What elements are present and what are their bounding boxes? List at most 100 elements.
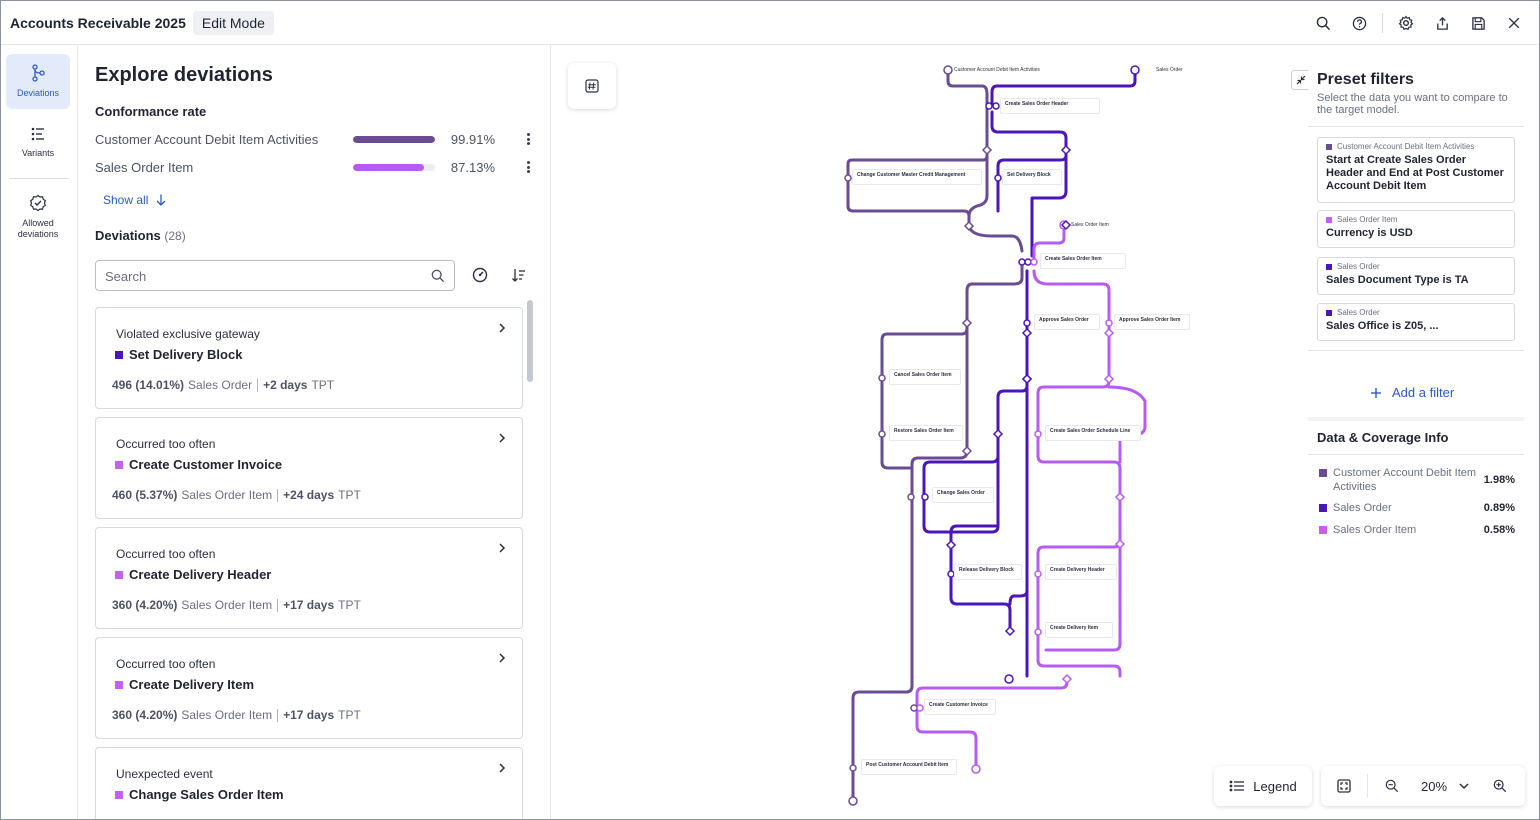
- node-port[interactable]: [1034, 430, 1042, 438]
- activity-node-create-sales-order-item[interactable]: Create Sales Order Item: [1040, 253, 1126, 269]
- node-port[interactable]: [844, 174, 852, 182]
- rail-item-deviations[interactable]: Deviations: [6, 54, 70, 109]
- gateway-diamond[interactable]: [963, 220, 975, 232]
- node-port[interactable]: [907, 493, 915, 501]
- start-event[interactable]: [1130, 65, 1140, 75]
- activity-node-restore-sales-order-item[interactable]: Restore Sales Order Item: [889, 425, 963, 441]
- share-upload-icon[interactable]: [1429, 10, 1455, 36]
- end-event[interactable]: [848, 796, 858, 806]
- chevron-right-icon[interactable]: [498, 652, 506, 664]
- activity-node-create-sales-order-schedule-line[interactable]: Create Sales Order Schedule Line: [1045, 425, 1141, 441]
- end-event[interactable]: [1004, 674, 1014, 684]
- rail-item-variants[interactable]: Variants: [6, 116, 70, 171]
- gauge-icon[interactable]: [471, 266, 489, 284]
- gateway-diamond[interactable]: [1114, 491, 1126, 503]
- activity-node-post-customer-account-debit-item[interactable]: Post Customer Account Debit Item: [861, 759, 957, 775]
- activity-node-create-customer-invoice[interactable]: Create Customer Invoice: [924, 699, 996, 715]
- node-port[interactable]: [1034, 570, 1042, 578]
- activity-node-change-sales-order[interactable]: Change Sales Order: [932, 487, 994, 503]
- zoom-out-icon[interactable]: [1385, 779, 1399, 793]
- node-port[interactable]: [910, 704, 918, 712]
- node-port[interactable]: [1030, 258, 1038, 266]
- save-icon[interactable]: [1465, 10, 1491, 36]
- activity-node-cancel-sales-order-item[interactable]: Cancel Sales Order Item: [889, 369, 961, 385]
- chevron-right-icon[interactable]: [498, 432, 506, 444]
- node-port[interactable]: [878, 430, 886, 438]
- zoom-level[interactable]: 20%: [1421, 779, 1448, 794]
- node-port[interactable]: [849, 764, 857, 772]
- start-event[interactable]: [943, 65, 953, 75]
- gateway-diamond[interactable]: [1103, 373, 1115, 385]
- filter-card[interactable]: Sales Order Sales Office is Z05, ...: [1317, 303, 1515, 341]
- sort-icon[interactable]: [510, 266, 528, 284]
- activity-node-create-delivery-item[interactable]: Create Delivery Item: [1045, 622, 1113, 638]
- rail-item-allowed-deviations[interactable]: Allowed deviations: [6, 184, 70, 246]
- node-port[interactable]: [1034, 628, 1042, 636]
- gateway-diamond[interactable]: [961, 445, 973, 457]
- activity-node-label: Approve Sales Order: [1039, 317, 1089, 323]
- close-icon[interactable]: [1501, 10, 1527, 36]
- fit-to-screen-icon[interactable]: [1337, 779, 1351, 793]
- node-port[interactable]: [916, 704, 924, 712]
- gateway-diamond[interactable]: [1060, 144, 1072, 156]
- gateway-diamond[interactable]: [992, 428, 1004, 440]
- legend-button[interactable]: Legend: [1214, 766, 1312, 806]
- filter-card[interactable]: Customer Account Debit Item Activities S…: [1317, 137, 1515, 203]
- activity-node-release-delivery-block[interactable]: Release Delivery Block: [954, 564, 1022, 580]
- zoom-in-icon[interactable]: [1493, 779, 1507, 793]
- more-options-icon[interactable]: [521, 131, 535, 147]
- gateway-diamond[interactable]: [1021, 373, 1033, 385]
- scrollbar-thumb[interactable]: [527, 300, 533, 382]
- gateway-diamond[interactable]: [1004, 625, 1016, 637]
- help-icon[interactable]: [1346, 10, 1372, 36]
- activity-node-create-delivery-header[interactable]: Create Delivery Header: [1045, 564, 1117, 580]
- activity-node-set-delivery-block[interactable]: Set Delivery Block: [1002, 169, 1062, 185]
- gateway-diamond[interactable]: [1061, 673, 1073, 685]
- node-port[interactable]: [1023, 319, 1031, 327]
- gateway-diamond[interactable]: [1103, 327, 1115, 339]
- filter-card[interactable]: Sales Order Item Currency is USD: [1317, 210, 1515, 248]
- chevron-down-icon[interactable]: [1458, 781, 1470, 791]
- node-count-toggle-button[interactable]: [568, 63, 616, 109]
- node-port[interactable]: [878, 374, 886, 382]
- gateway-diamond[interactable]: [945, 539, 957, 551]
- more-options-icon[interactable]: [521, 159, 535, 175]
- chevron-right-icon[interactable]: [498, 542, 506, 554]
- node-port[interactable]: [921, 493, 929, 501]
- gateway-diamond[interactable]: [1021, 327, 1033, 339]
- node-port[interactable]: [1105, 319, 1113, 327]
- show-all-link[interactable]: Show all: [103, 193, 168, 207]
- node-port[interactable]: [994, 174, 1002, 182]
- node-port[interactable]: [1024, 258, 1032, 266]
- activity-node-approve-sales-order-item[interactable]: Approve Sales Order Item: [1114, 314, 1190, 330]
- add-filter-button[interactable]: Add a filter: [1370, 385, 1454, 400]
- gateway-diamond[interactable]: [1114, 538, 1126, 550]
- node-port[interactable]: [1018, 258, 1026, 266]
- gateway-diamond[interactable]: [1060, 219, 1072, 231]
- search-icon[interactable]: [1310, 10, 1336, 36]
- gateway-diamond[interactable]: [981, 144, 993, 156]
- process-graph[interactable]: [552, 46, 1539, 820]
- deviations-count: (28): [164, 229, 186, 243]
- plus-icon: [1371, 387, 1381, 398]
- activity-node-create-sales-order-header[interactable]: Create Sales Order Header: [1000, 98, 1100, 114]
- gateway-diamond[interactable]: [961, 317, 973, 329]
- chevron-right-icon[interactable]: [498, 762, 506, 774]
- search-input[interactable]: Search: [95, 260, 455, 291]
- edit-mode-badge[interactable]: Edit Mode: [192, 10, 274, 35]
- node-port[interactable]: [992, 102, 1000, 110]
- activity-node-change-customer-master-credit-management[interactable]: Change Customer Master Credit Management: [852, 169, 982, 185]
- node-port[interactable]: [985, 102, 993, 110]
- filter-card[interactable]: Sales Order Sales Document Type is TA: [1317, 257, 1515, 295]
- activity-node-approve-sales-order[interactable]: Approve Sales Order: [1034, 314, 1100, 330]
- settings-gear-icon[interactable]: [1393, 10, 1419, 36]
- end-event[interactable]: [971, 764, 981, 774]
- chevron-right-icon[interactable]: [498, 322, 506, 334]
